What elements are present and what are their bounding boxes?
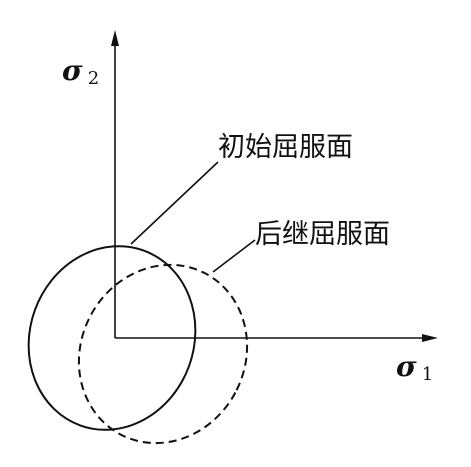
sigma2-subscript: 2 — [88, 68, 99, 89]
subsequent-yield-surface — [77, 263, 249, 445]
initial-surface-leader-line — [130, 161, 219, 245]
sigma2-symbol: σ — [62, 54, 83, 87]
subsequent-yield-surface-label: 后继屈服面 — [255, 219, 390, 250]
sigma2-axis-label: σ 2 — [62, 54, 99, 89]
sigma1-axis-label: σ 1 — [396, 350, 433, 385]
subsequent-surface-leader-line — [212, 239, 256, 273]
sigma2-arrowhead — [111, 30, 119, 46]
initial-yield-surface — [27, 245, 197, 431]
sigma1-arrowhead — [422, 334, 438, 342]
initial-yield-surface-label: 初始屈服面 — [218, 132, 353, 163]
sigma1-subscript: 1 — [422, 364, 433, 385]
sigma1-symbol: σ — [396, 350, 417, 383]
